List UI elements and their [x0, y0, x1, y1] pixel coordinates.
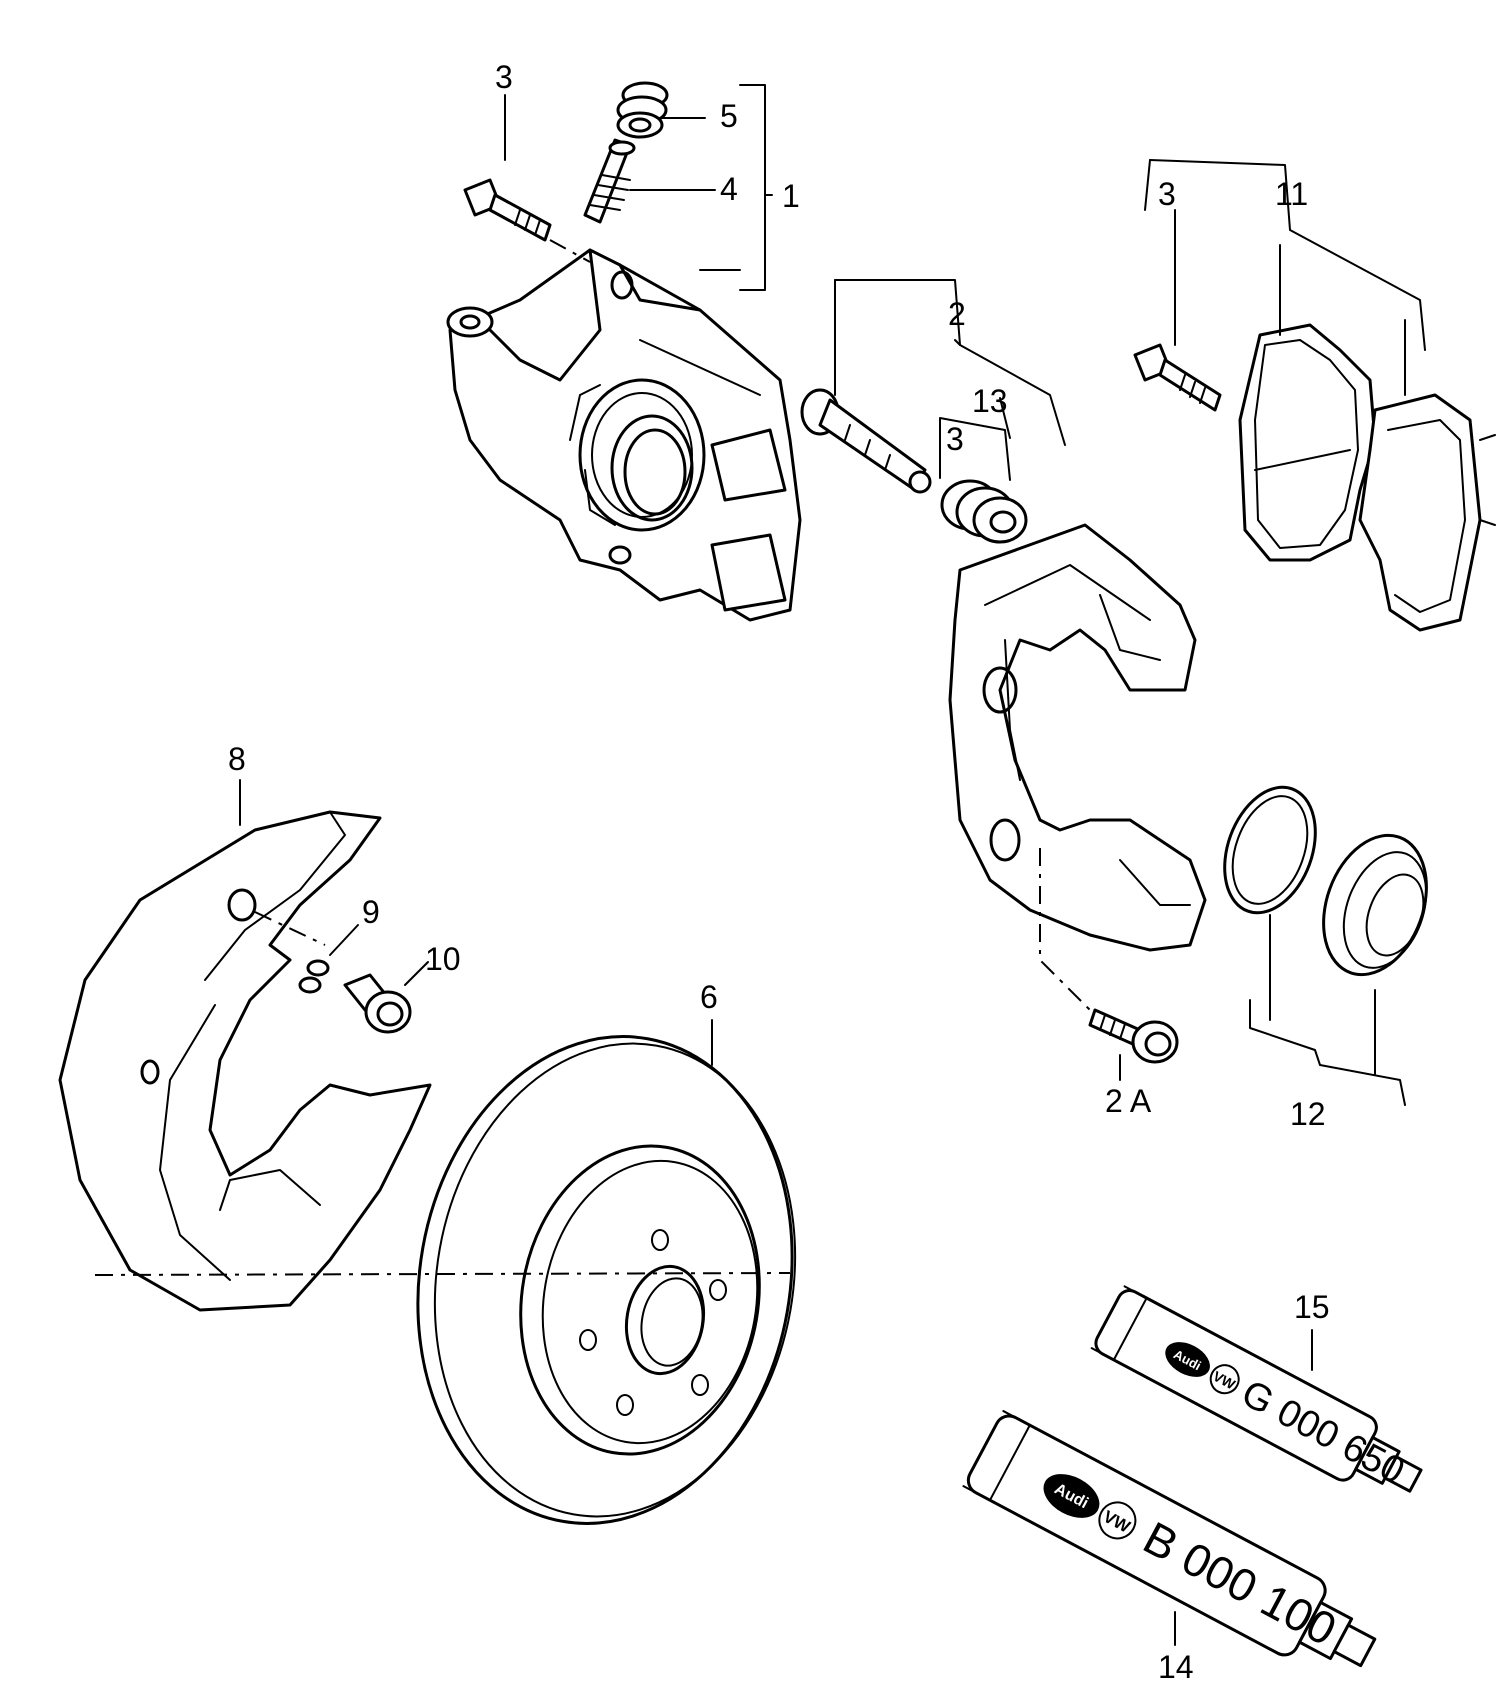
vw-logo-icon — [1098, 1501, 1137, 1540]
guide-pin — [800, 388, 932, 494]
guide-sleeve — [940, 479, 1028, 544]
callout-6: 6 — [700, 979, 718, 1015]
washer — [298, 959, 330, 994]
grease-tube-15: Audi VW G 000 650 — [1090, 1285, 1423, 1493]
caliper-carrier — [948, 523, 1207, 952]
callout-3-right: 3 — [1158, 176, 1176, 212]
callout-12: 12 — [1290, 1096, 1326, 1132]
brake-pads — [1238, 323, 1496, 632]
callout-13: 13 — [972, 383, 1008, 419]
bleeder-cap — [616, 81, 669, 139]
dust-boot — [1322, 833, 1428, 977]
callout-11: 11 — [1275, 176, 1308, 212]
seal-ring — [1223, 785, 1317, 915]
callout-2A: 2 A — [1105, 1083, 1152, 1119]
callout-1: 1 — [782, 178, 800, 214]
splash-shield — [58, 810, 432, 1312]
callout-4: 4 — [720, 171, 738, 207]
callout-3-sleeve: 3 — [946, 421, 964, 457]
callout-14: 14 — [1158, 1649, 1194, 1685]
bleeder-valve — [583, 138, 636, 224]
callout-5: 5 — [720, 98, 738, 134]
vw-logo-icon — [1209, 1364, 1240, 1395]
caliper-housing — [446, 248, 802, 622]
bolt-3-right — [1133, 343, 1222, 412]
callout-9: 9 — [362, 894, 380, 930]
bracket-1 — [739, 84, 766, 291]
carrier-bolt — [1088, 1008, 1179, 1064]
callout-3-upper: 3 — [495, 59, 513, 95]
brake-disc — [416, 1035, 797, 1525]
shield-bolt — [343, 973, 412, 1034]
bolt-3-upper — [463, 178, 552, 242]
audi-oval-14 — [1043, 1474, 1100, 1518]
callout-15: 15 — [1294, 1289, 1330, 1325]
callout-10: 10 — [425, 941, 461, 977]
callout-8: 8 — [228, 741, 246, 777]
callout-2: 2 — [948, 296, 966, 332]
audi-oval-15 — [1165, 1342, 1210, 1377]
